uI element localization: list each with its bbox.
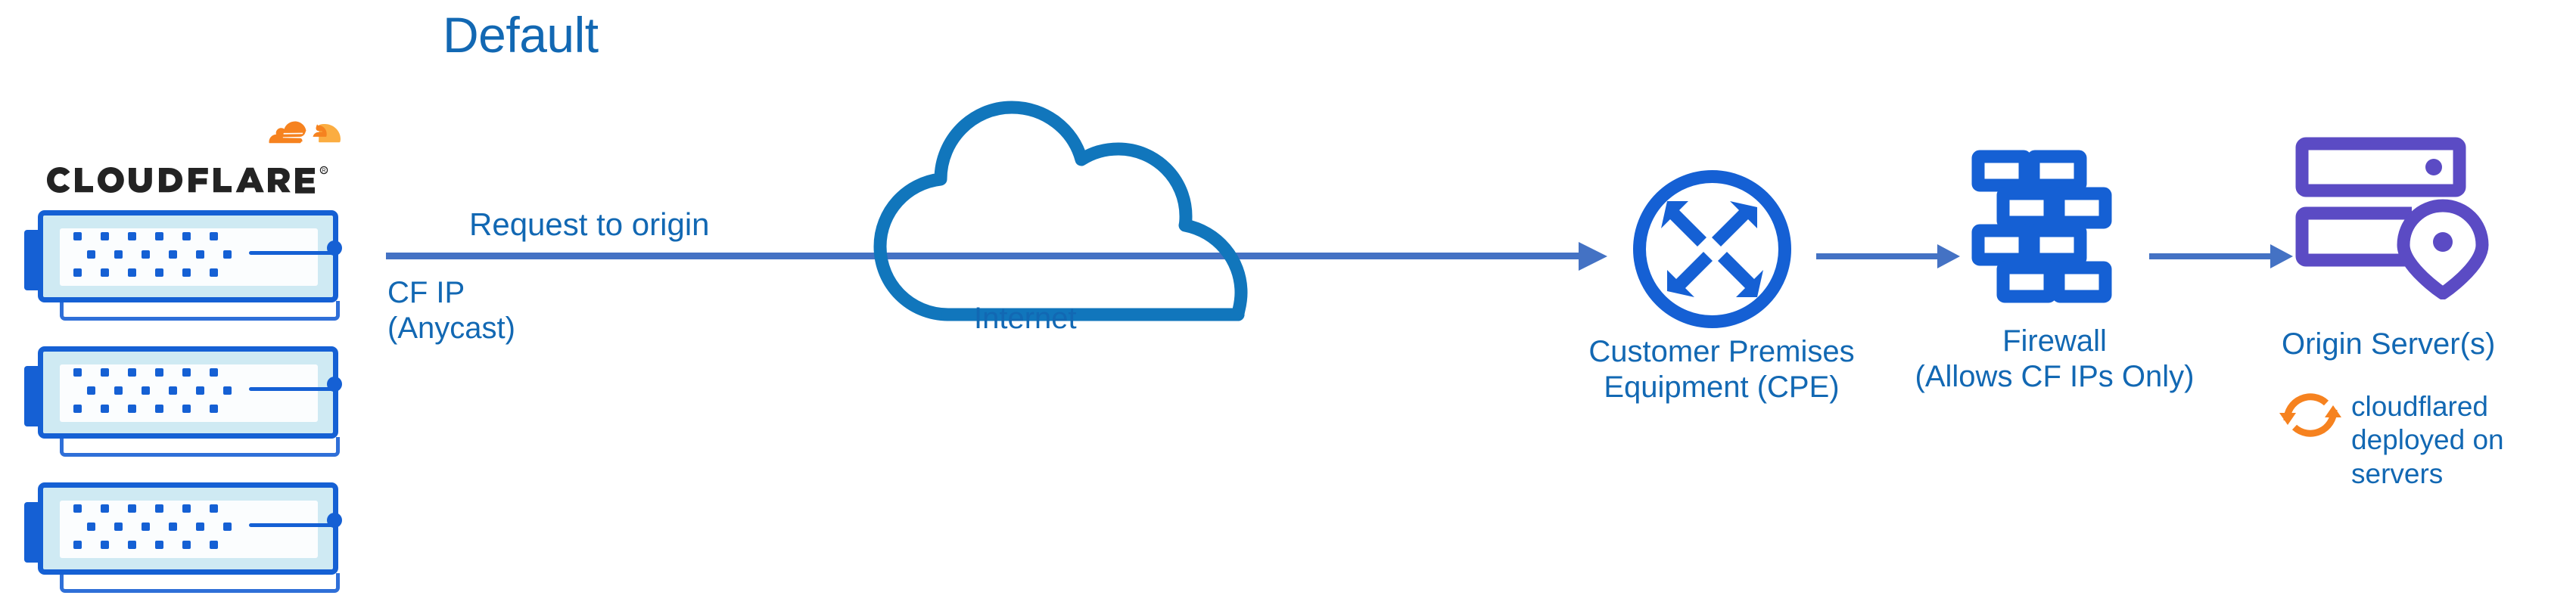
request-to-origin-label: Request to origin [469, 206, 710, 242]
switch-indicator-line [249, 523, 338, 527]
switch-led-grid [73, 368, 232, 413]
server-stack-pin-icon [2295, 137, 2489, 299]
switch-led-grid [73, 504, 232, 549]
network-switch-2 [24, 346, 342, 457]
cf-ip-anycast-label: CF IP (Anycast) [387, 276, 515, 346]
origin-server-label: Origin Server(s) [2282, 327, 2496, 361]
network-switch-3 [24, 482, 342, 593]
firewall-to-origin-arrow-head [2270, 244, 2293, 268]
switch-status-led [327, 240, 342, 256]
switch-indicator-line [249, 387, 338, 391]
cloudflare-cloud-mark [269, 121, 341, 144]
cf-to-cpe-arrow-line [386, 253, 1585, 259]
switch-shadow [60, 437, 340, 457]
brick-wall-icon [1971, 150, 2112, 303]
switch-indicator-line [249, 251, 338, 255]
switch-body [38, 346, 338, 439]
switch-shadow [60, 573, 340, 593]
switch-status-led [327, 377, 342, 392]
cloud-icon [873, 101, 1248, 321]
page-title: Default [443, 7, 599, 63]
cloudflare-wordmark: R [47, 166, 328, 194]
sync-arrows-icon [2279, 393, 2341, 437]
switch-status-led [327, 513, 342, 528]
cpe-to-firewall-arrow-head [1937, 244, 1960, 268]
internet-label: Internet [974, 302, 1077, 335]
switch-shadow [60, 301, 340, 321]
cpe-to-firewall-arrow-line [1816, 253, 1937, 259]
cloudflared-annotation-label: cloudflared deployed on servers [2351, 391, 2504, 489]
router-icon [1633, 170, 1791, 328]
cloudflare-logo: R [39, 107, 342, 209]
network-switch-1 [24, 210, 342, 321]
switch-led-grid [73, 232, 232, 277]
firewall-label: Firewall (Allows CF IPs Only) [1915, 324, 2195, 394]
switch-body [38, 210, 338, 302]
cf-to-cpe-arrow-head [1579, 242, 1607, 271]
cpe-label: Customer Premises Equipment (CPE) [1588, 335, 1855, 405]
svg-text:R: R [322, 169, 325, 174]
switch-body [38, 482, 338, 575]
firewall-to-origin-arrow-line [2149, 253, 2270, 259]
